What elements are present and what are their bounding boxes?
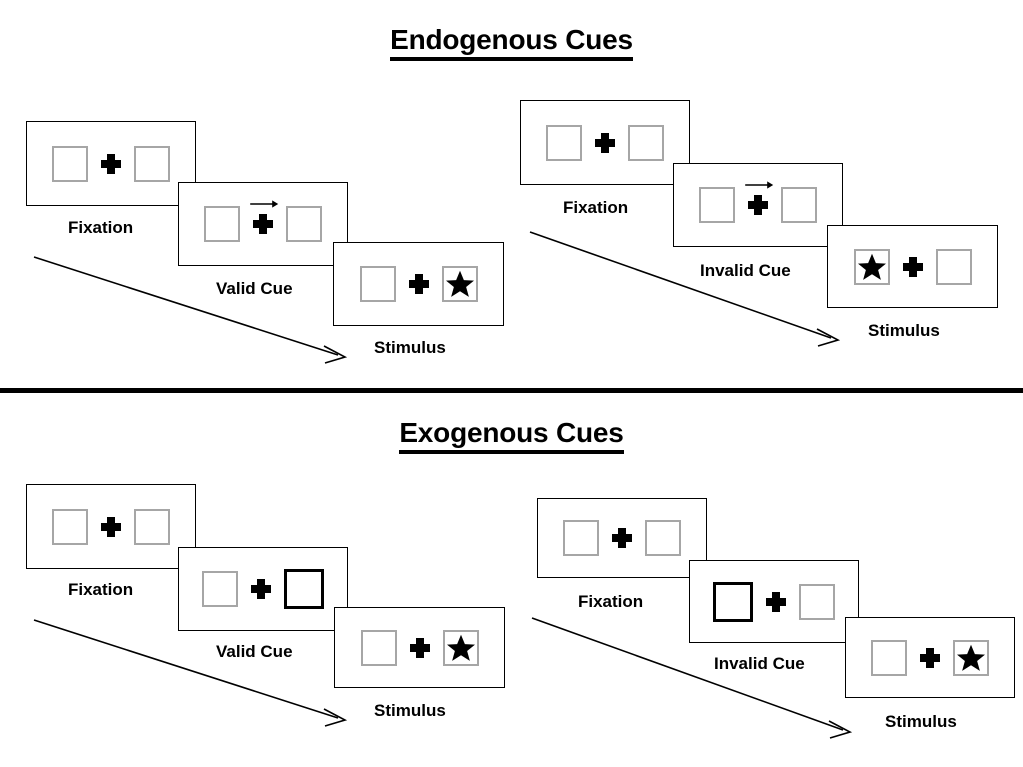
caption-exogenous-invalid-stimulus: Stimulus: [885, 712, 957, 731]
box-left-target: [853, 248, 890, 285]
panel-endogenous-invalid-stimulus[interactable]: [827, 225, 998, 308]
exogenous-title-text: Exogenous Cues: [399, 417, 624, 454]
box-right-target: [953, 639, 989, 676]
caption-endogenous-invalid-stimulus: Stimulus: [868, 321, 940, 340]
box-left: [563, 520, 599, 556]
panel-endogenous-invalid-fixation[interactable]: [520, 100, 690, 185]
caption-exogenous-valid-fixation: Fixation: [68, 580, 134, 599]
section-divider: [0, 388, 1023, 393]
box-left: [52, 508, 88, 545]
box-left-cued: [713, 581, 753, 622]
fixation-cross-icon: [101, 516, 121, 537]
endogenous-title-text: Endogenous Cues: [390, 24, 633, 61]
section-title-exogenous: Exogenous Cues: [0, 417, 1023, 454]
box-right-target: [442, 629, 479, 666]
arrow-right-cue-icon: [250, 200, 279, 208]
box-left: [202, 571, 238, 607]
box-left: [546, 124, 582, 161]
box-left: [204, 206, 240, 242]
fixation-cross-icon: [766, 591, 786, 612]
box-right-target: [441, 266, 478, 302]
box-right: [645, 520, 681, 556]
box-right: [134, 508, 170, 545]
panel-exogenous-valid-cue[interactable]: [178, 547, 348, 631]
fixation-cross-icon: [902, 256, 923, 277]
panel-exogenous-valid-fixation[interactable]: [26, 484, 196, 569]
fixation-cross-icon: [408, 274, 429, 294]
fixation-cross-icon: [745, 181, 774, 215]
star-icon: [445, 270, 474, 297]
fixation-cross-icon: [920, 647, 940, 668]
caption-exogenous-valid-cue: Valid Cue: [216, 642, 293, 661]
panel-exogenous-invalid-fixation[interactable]: [537, 498, 707, 578]
panel-exogenous-invalid-cue[interactable]: [689, 560, 859, 643]
section-title-endogenous: Endogenous Cues: [0, 24, 1023, 61]
fixation-cross-icon: [612, 528, 632, 548]
box-left: [871, 639, 907, 676]
caption-exogenous-valid-stimulus: Stimulus: [374, 701, 446, 720]
fixation-cross-icon: [101, 153, 121, 174]
box-left: [360, 629, 397, 666]
box-right: [286, 206, 322, 242]
caption-endogenous-invalid-cue: Invalid Cue: [700, 261, 791, 280]
box-right-cued: [284, 569, 324, 609]
arrow-right-cue-icon: [745, 181, 774, 189]
box-left: [699, 187, 735, 223]
star-icon: [957, 644, 985, 671]
caption-exogenous-invalid-cue: Invalid Cue: [714, 654, 805, 673]
fixation-cross-icon: [409, 637, 430, 658]
panel-exogenous-valid-stimulus[interactable]: [334, 607, 505, 688]
box-right: [799, 583, 835, 620]
caption-endogenous-valid-stimulus: Stimulus: [374, 338, 446, 357]
caption-exogenous-invalid-fixation: Fixation: [578, 592, 644, 611]
fixation-cross-icon: [250, 200, 279, 234]
box-right: [781, 187, 817, 223]
panel-exogenous-invalid-stimulus[interactable]: [845, 617, 1015, 698]
star-icon: [446, 634, 475, 661]
star-icon: [857, 253, 886, 280]
caption-endogenous-valid-fixation: Fixation: [68, 218, 134, 237]
panel-endogenous-valid-stimulus[interactable]: [333, 242, 504, 326]
panel-endogenous-valid-fixation[interactable]: [26, 121, 196, 206]
caption-endogenous-valid-cue: Valid Cue: [216, 279, 293, 298]
fixation-cross-icon: [595, 132, 615, 153]
caption-endogenous-invalid-fixation: Fixation: [563, 198, 629, 217]
box-left: [52, 145, 88, 182]
box-left: [359, 266, 396, 302]
panel-endogenous-invalid-cue[interactable]: [673, 163, 843, 247]
box-right: [134, 145, 170, 182]
box-right: [935, 248, 972, 285]
panel-endogenous-valid-cue[interactable]: [178, 182, 348, 266]
box-right: [628, 124, 664, 161]
fixation-cross-icon: [251, 579, 271, 599]
